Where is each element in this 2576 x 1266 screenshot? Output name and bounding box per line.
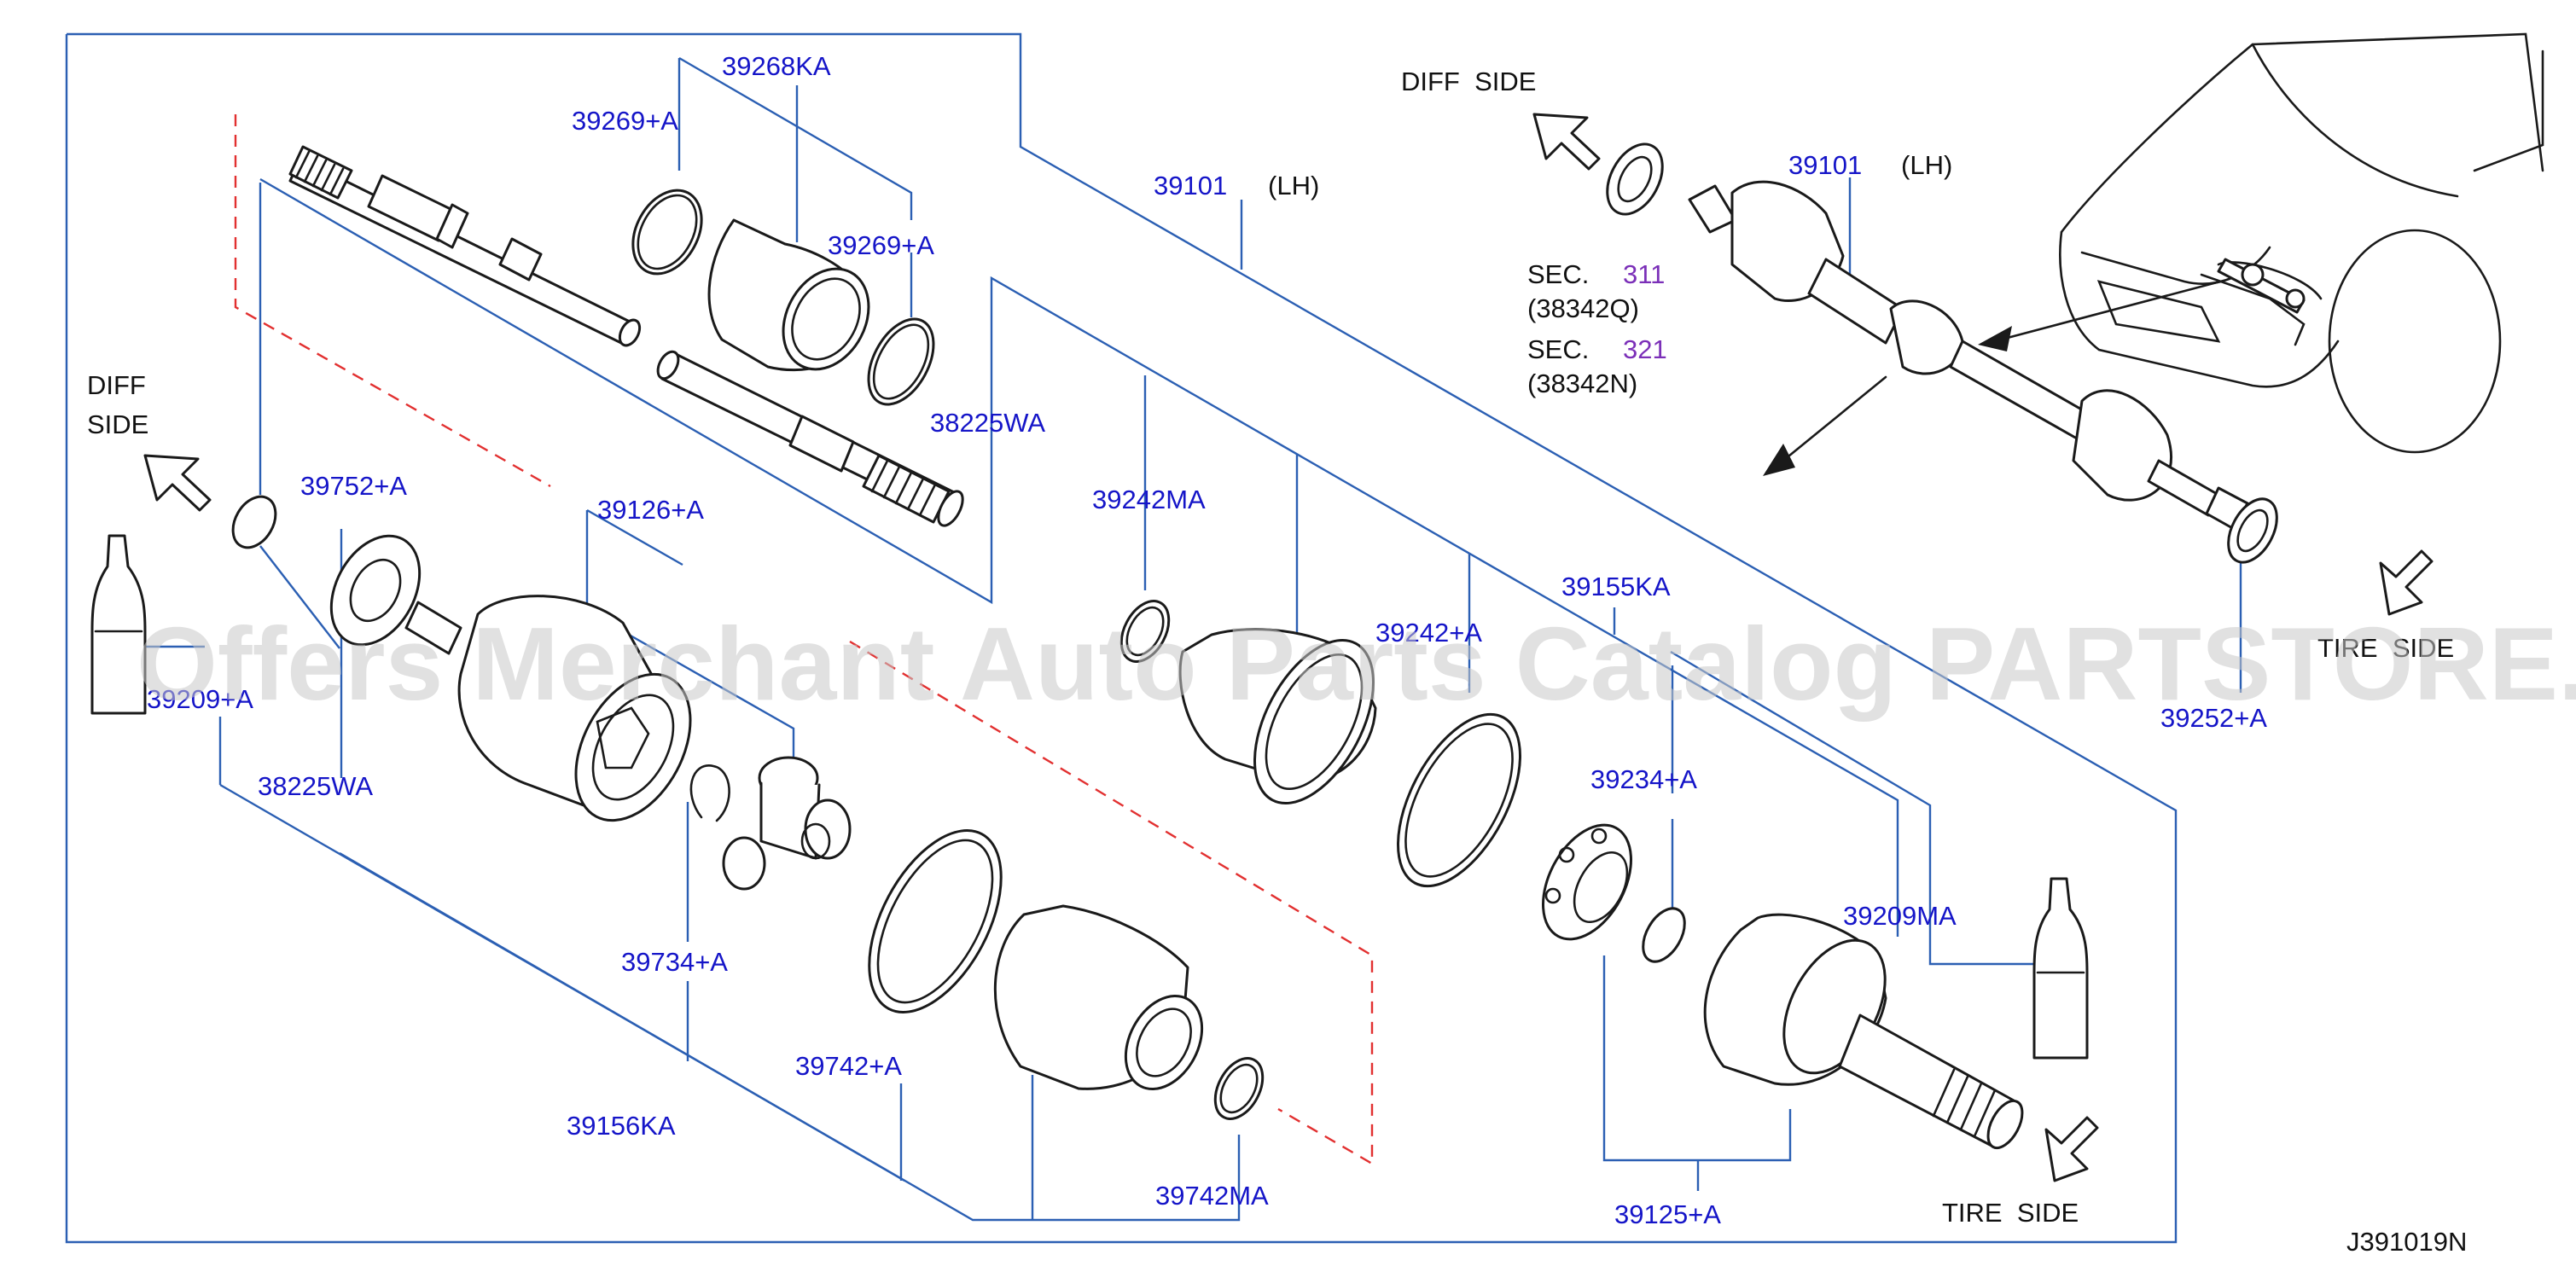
part-39752A[interactable]: 39752+A <box>300 471 407 501</box>
vehicle-shaft-detail <box>2217 258 2306 314</box>
section-ref-prefix-1: SEC. <box>1527 259 1589 289</box>
boot-band-small-lower <box>1213 1057 1265 1120</box>
assembly-frame <box>65 32 2178 1244</box>
main-assembly-label: 39101 (LH) <box>1154 171 1319 200</box>
part-39742MA[interactable]: 39742MA <box>1155 1181 1269 1211</box>
boot-band-large-lower <box>868 829 1003 1013</box>
diff-side-label-top: DIFF SIDE <box>1401 67 1536 96</box>
section-ref-number-1: 311 <box>1623 259 1665 289</box>
part-39734A[interactable]: 39734+A <box>621 947 728 977</box>
tire-side-label-bottom: TIRE SIDE <box>1942 1198 2079 1228</box>
tire-side-label-right: TIRE SIDE <box>2317 633 2454 663</box>
vehicle-sketch <box>2059 32 2544 454</box>
boot-band-mid-large <box>1397 712 1521 888</box>
drive-shaft-upper <box>288 145 964 527</box>
part-39209A[interactable]: 39209+A <box>147 684 253 714</box>
section-ref-number-2: 321 <box>1623 334 1667 364</box>
part-39126A[interactable]: 39126+A <box>597 495 704 525</box>
part-39242MA[interactable]: 39242MA <box>1092 485 1206 514</box>
section-ref-code-2: (38342N) <box>1527 369 1637 398</box>
inset-labels: 39101 (LH) SEC. 311 (38342Q) SEC. 321 (3… <box>1527 150 2267 733</box>
part-number-labels: 39268KA 39269+A 39269+A 38225WA 39752+A … <box>147 51 1957 1229</box>
part-39268KA[interactable]: 39268KA <box>722 51 831 81</box>
tire-side-arrow-bottom <box>2044 1116 2099 1182</box>
part-39209MA[interactable]: 39209MA <box>1843 901 1957 931</box>
part-39156KA[interactable]: 39156KA <box>567 1111 676 1141</box>
dust-shield-ring <box>329 534 422 647</box>
part-39269A-top[interactable]: 39269+A <box>572 106 678 136</box>
direction-labels: DIFF SIDE TIRE SIDE DIFF SIDE TIRE SIDE <box>87 67 2454 1228</box>
grease-bottle-left <box>90 534 147 715</box>
snap-ring-left <box>231 495 277 549</box>
outer-joint <box>1703 913 2024 1150</box>
diff-side-label-left-line1: DIFF <box>87 370 146 400</box>
tire-side-arrow-right <box>2379 549 2434 616</box>
part-39242A[interactable]: 39242+A <box>1375 618 1482 648</box>
diff-side-arrow-left <box>143 454 212 512</box>
part-38225WA-left[interactable]: 38225WA <box>258 771 373 801</box>
boot-lower <box>993 904 1204 1091</box>
part-39252A[interactable]: 39252+A <box>2160 703 2267 733</box>
main-assembly-side: (LH) <box>1268 171 1319 200</box>
inset-seal-ring <box>1606 142 1664 216</box>
part-39125A[interactable]: 39125+A <box>1614 1199 1721 1229</box>
diagram-code: J391019N <box>2346 1227 2467 1257</box>
diff-side-label-left-line2: SIDE <box>87 409 148 439</box>
inset-dust-seal <box>2227 497 2278 564</box>
part-39155KA[interactable]: 39155KA <box>1561 572 1671 601</box>
boot-top <box>707 218 870 372</box>
spider-assembly <box>722 756 852 891</box>
boot-band-mid-small <box>1119 600 1171 663</box>
section-ref-code-1: (38342Q) <box>1527 293 1639 323</box>
main-assembly-part-number: 39101 <box>1154 171 1227 200</box>
part-38225WA-top[interactable]: 38225WA <box>930 408 1045 438</box>
diff-side-arrow-top <box>1532 113 1601 171</box>
snap-ring-outer <box>1642 907 1686 963</box>
ball-cage <box>1542 823 1632 941</box>
dashed-guides <box>234 114 1374 1166</box>
boot-band-clamp-top-left <box>631 189 703 276</box>
pointer-arrows <box>1763 280 2222 476</box>
part-39742A[interactable]: 39742+A <box>795 1051 902 1081</box>
section-ref-prefix-2: SEC. <box>1527 334 1589 364</box>
inset-side: (LH) <box>1901 150 1952 180</box>
part-39234A[interactable]: 39234+A <box>1590 764 1697 794</box>
boot-band-clamp-top-right <box>867 317 935 406</box>
part-39269A-right[interactable]: 39269+A <box>828 230 934 260</box>
snap-ring-small <box>689 764 730 822</box>
grease-bottle-right <box>2032 877 2089 1060</box>
boot-mid <box>1178 628 1377 805</box>
inset-part-number: 39101 <box>1788 150 1862 180</box>
watermark-text: Offers Merchant Auto Parts Catalog PARTS… <box>137 606 2576 722</box>
inset-drive-shaft <box>1688 180 2249 531</box>
inner-joint-housing <box>404 595 692 822</box>
